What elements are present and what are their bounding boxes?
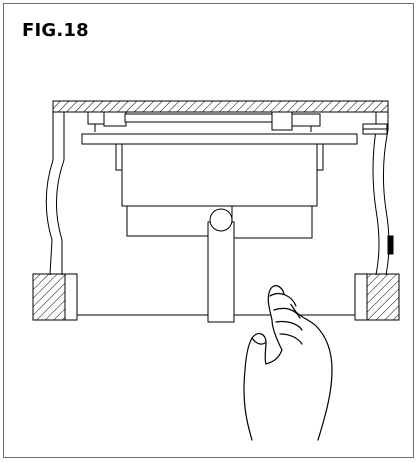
hand-icon	[243, 285, 333, 441]
ceiling-slab	[52, 100, 389, 113]
right-side-bracket	[362, 123, 394, 255]
left-support-block	[32, 273, 78, 321]
figure-title: FIG.18	[22, 20, 89, 41]
mechanism-assembly	[81, 111, 358, 323]
right-support-block	[354, 273, 400, 321]
